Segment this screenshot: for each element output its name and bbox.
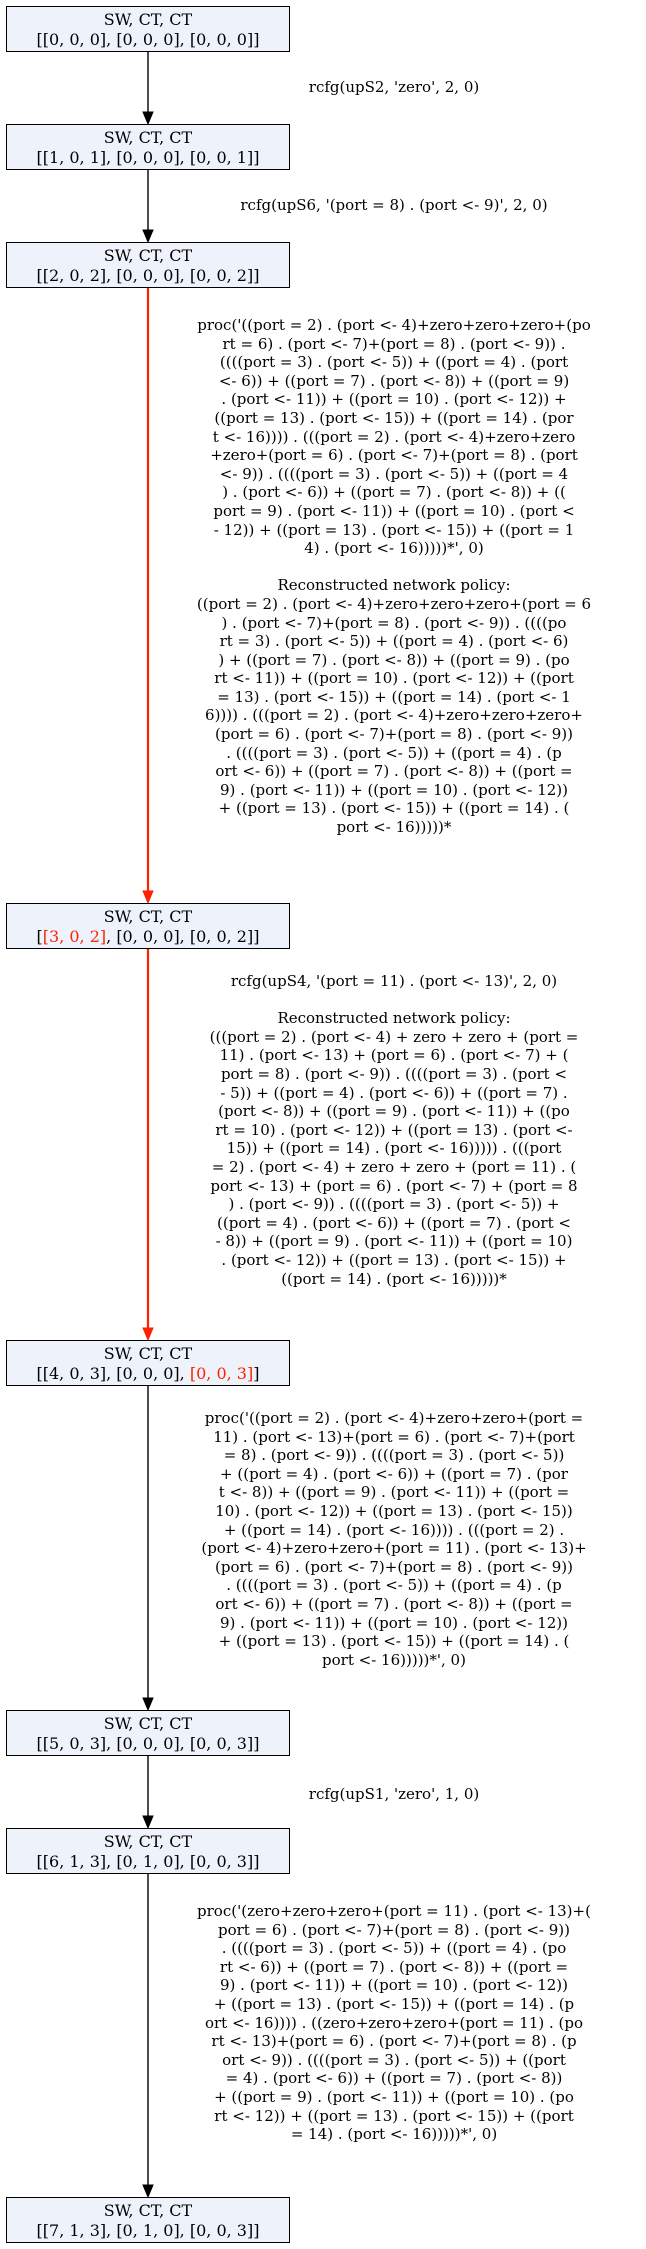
state-node-3[interactable]: SW, CT, CT [[3, 0, 2], [0, 0, 0], [0, 0,…: [6, 903, 290, 949]
node-header: SW, CT, CT: [103, 128, 193, 147]
changed-controller-state: [0, 0, 3]: [189, 1364, 254, 1383]
arrowhead-icon: [142, 111, 154, 126]
edge-label-4: proc('((port = 2) . (port <- 4)+zero+zer…: [201, 1409, 587, 1669]
arrowhead-icon: [142, 1697, 154, 1712]
edge-label-6: proc('(zero+zero+zero+(port = 11) . (por…: [197, 1902, 591, 2144]
node-header: SW, CT, CT: [103, 1714, 193, 1733]
state-node-0[interactable]: SW, CT, CT [[0, 0, 0], [0, 0, 0], [0, 0,…: [6, 6, 290, 52]
node-header: SW, CT, CT: [103, 2201, 193, 2220]
arrowhead-icon: [142, 1815, 154, 1830]
arrowhead-icon: [142, 890, 154, 905]
state-node-2[interactable]: SW, CT, CT [[2, 0, 2], [0, 0, 0], [0, 0,…: [6, 242, 290, 288]
changed-switch-state: [3, 0, 2]: [42, 927, 107, 946]
arrowhead-icon: [142, 229, 154, 244]
edge-label-5: rcfg(upS1, 'zero', 1, 0): [308, 1785, 480, 1803]
edge-2: [142, 288, 154, 905]
node-header: SW, CT, CT: [103, 907, 193, 926]
state-node-6[interactable]: SW, CT, CT [[6, 1, 3], [0, 1, 0], [0, 0,…: [6, 1828, 290, 1874]
node-state: [[4, 0, 3], [0, 0, 0], [0, 0, 3]]: [36, 1364, 260, 1383]
edge-label-1: rcfg(upS6, '(port = 8) . (port <- 9)', 2…: [240, 196, 548, 214]
node-state: [[6, 1, 3], [0, 1, 0], [0, 0, 3]]: [36, 1852, 260, 1871]
node-state: [[3, 0, 2], [0, 0, 0], [0, 0, 2]]: [36, 927, 260, 946]
edge-label-0: rcfg(upS2, 'zero', 2, 0): [308, 78, 480, 96]
node-state: [[1, 0, 1], [0, 0, 0], [0, 0, 1]]: [36, 148, 260, 167]
node-header: SW, CT, CT: [103, 10, 193, 29]
edge-6: [142, 1874, 154, 2199]
node-state: [[7, 1, 3], [0, 1, 0], [0, 0, 3]]: [36, 2221, 260, 2240]
node-header: SW, CT, CT: [103, 246, 193, 265]
node-state: [[5, 0, 3], [0, 0, 0], [0, 0, 3]]: [36, 1734, 260, 1753]
state-node-4[interactable]: SW, CT, CT [[4, 0, 3], [0, 0, 0], [0, 0,…: [6, 1340, 290, 1386]
edge-5: [142, 1756, 154, 1830]
node-header: SW, CT, CT: [103, 1344, 193, 1363]
edge-1: [142, 170, 154, 244]
node-state: [[2, 0, 2], [0, 0, 0], [0, 0, 2]]: [36, 266, 260, 285]
edge-label-3: rcfg(upS4, '(port = 11) . (port <- 13)',…: [209, 972, 579, 1288]
edge-4: [142, 1386, 154, 1712]
arrowhead-icon: [142, 2184, 154, 2199]
arrowhead-icon: [142, 1327, 154, 1342]
edge-3: [142, 949, 154, 1342]
node-header: SW, CT, CT: [103, 1832, 193, 1851]
node-state: [[0, 0, 0], [0, 0, 0], [0, 0, 0]]: [36, 30, 260, 49]
state-node-1[interactable]: SW, CT, CT [[1, 0, 1], [0, 0, 0], [0, 0,…: [6, 124, 290, 170]
state-node-5[interactable]: SW, CT, CT [[5, 0, 3], [0, 0, 0], [0, 0,…: [6, 1710, 290, 1756]
edge-0: [142, 52, 154, 126]
edge-label-2: proc('((port = 2) . (port <- 4)+zero+zer…: [196, 316, 592, 837]
state-node-7[interactable]: SW, CT, CT [[7, 1, 3], [0, 1, 0], [0, 0,…: [6, 2197, 290, 2243]
